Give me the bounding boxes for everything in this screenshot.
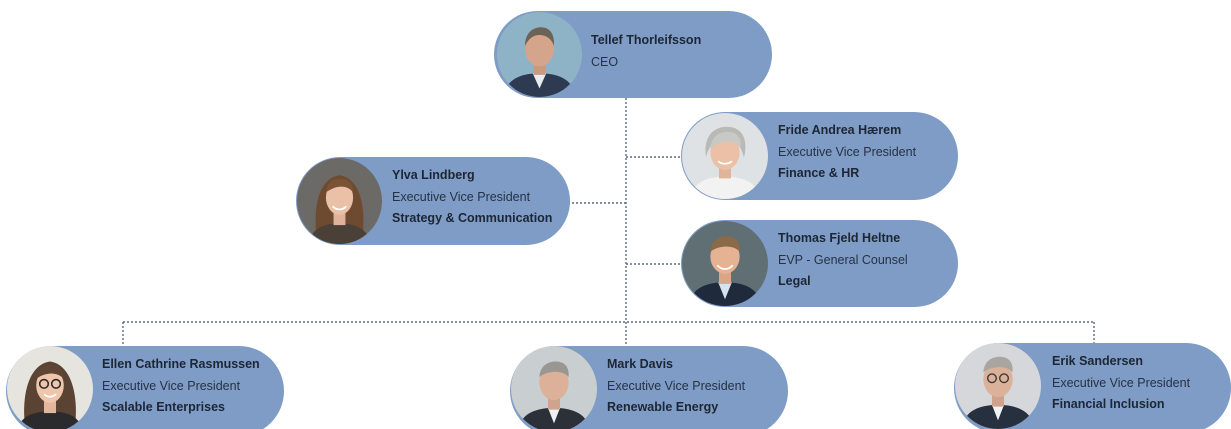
- financial-inclusion-photo-icon: [955, 343, 1041, 429]
- legal-department: Legal: [778, 274, 811, 288]
- scalable-photo-icon: [7, 346, 93, 429]
- renewable-name: Mark Davis: [607, 357, 674, 371]
- legal-name: Thomas Fjeld Heltne: [778, 231, 901, 245]
- scalable-department: Scalable Enterprises: [102, 400, 225, 414]
- financial-inclusion-name: Erik Sandersen: [1052, 354, 1144, 368]
- finance-hr-text: Fride Andrea Hærem Executive Vice Presid…: [778, 120, 916, 185]
- strategy-department: Strategy & Communication: [392, 211, 553, 225]
- strategy-name: Ylva Lindberg: [392, 168, 475, 182]
- renewable-title: Executive Vice President: [607, 378, 746, 393]
- legal-title: EVP - General Counsel: [778, 252, 908, 267]
- ceo-name: Tellef Thorleifsson: [591, 33, 702, 47]
- finance-hr-department: Finance & HR: [778, 166, 860, 180]
- scalable-title: Executive Vice President: [102, 378, 241, 393]
- financial-inclusion-department: Financial Inclusion: [1052, 397, 1165, 411]
- finance-hr-photo-icon: [682, 113, 768, 199]
- legal-text: Thomas Fjeld Heltne EVP - General Counse…: [778, 228, 908, 293]
- renewable-department: Renewable Energy: [607, 400, 719, 414]
- ceo-photo-icon: [497, 12, 582, 97]
- scalable-text: Ellen Cathrine Rasmussen Executive Vice …: [102, 354, 260, 419]
- legal-photo-icon: [682, 221, 768, 306]
- strategy-title: Executive Vice President: [392, 189, 531, 204]
- ceo-text: Tellef Thorleifsson CEO: [591, 30, 701, 73]
- financial-inclusion-title: Executive Vice President: [1052, 375, 1191, 390]
- finance-hr-name: Fride Andrea Hærem: [778, 123, 902, 137]
- finance-hr-title: Executive Vice President: [778, 144, 917, 159]
- financial-inclusion-text: Erik Sandersen Executive Vice President …: [1052, 351, 1190, 416]
- renewable-photo-icon: [511, 346, 597, 429]
- strategy-photo-icon: [297, 158, 382, 244]
- renewable-text: Mark Davis Executive Vice President Rene…: [607, 354, 745, 419]
- strategy-text: Ylva Lindberg Executive Vice President S…: [392, 165, 552, 230]
- scalable-name: Ellen Cathrine Rasmussen: [102, 357, 260, 371]
- ceo-title: CEO: [591, 54, 619, 69]
